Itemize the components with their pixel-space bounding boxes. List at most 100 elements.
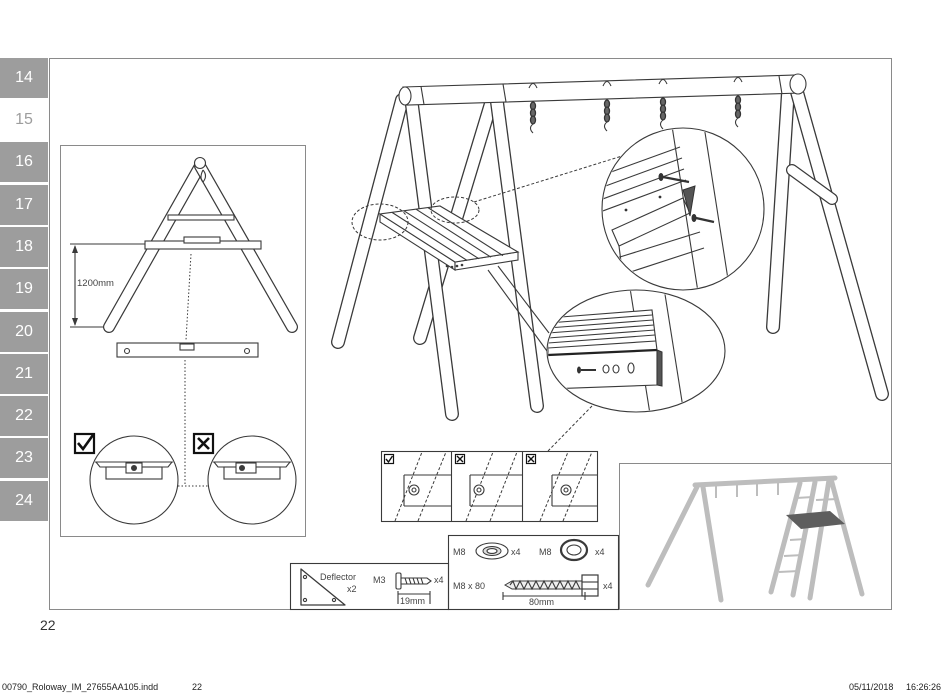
washer — [612, 364, 620, 374]
bolt-icon — [503, 574, 599, 597]
preview-ladder-rung — [783, 554, 804, 557]
step-tab-label: 23 — [15, 449, 33, 466]
cross-mark — [197, 437, 210, 450]
spirit-level-vial — [235, 462, 257, 474]
callout-leader — [497, 265, 550, 334]
brace-fill — [787, 165, 837, 204]
alignment-incorrect — [454, 451, 522, 522]
leg-edge — [703, 129, 731, 289]
parts-list-small: Deflector x2 M3 x4 19mm — [289, 562, 450, 611]
check-mark — [385, 455, 394, 464]
deck-bolt — [445, 264, 449, 268]
cross-box-icon — [192, 432, 215, 455]
preview-ladder-rung — [795, 496, 814, 499]
screw-shaft — [400, 577, 432, 585]
deck-slat — [427, 207, 504, 257]
deck-slat — [603, 168, 685, 201]
bolt-thread — [509, 579, 581, 591]
footer-time: 16:26:26 — [906, 682, 942, 692]
spirit-level-vial — [179, 343, 195, 351]
hook-end — [734, 117, 739, 128]
footer-date: 05/11/2018 — [849, 682, 894, 692]
dimension-label-bg — [76, 277, 116, 289]
cross-box-icon — [454, 453, 466, 465]
deck-slat — [548, 329, 656, 339]
level-correct-zoom — [89, 435, 179, 525]
screw-thread — [404, 577, 424, 585]
deck-slat — [603, 179, 687, 213]
step-tab-label: 15 — [15, 111, 33, 128]
deck-slat — [548, 314, 653, 324]
washer — [602, 364, 610, 374]
deflector-hole — [302, 574, 308, 580]
leg-edge-hidden — [562, 451, 593, 522]
preview-leg — [828, 476, 865, 597]
deck-slat — [603, 146, 681, 177]
screw-qty: x4 — [434, 575, 444, 585]
deck-slat — [548, 324, 655, 334]
beam-joint — [778, 75, 783, 95]
deck-slat — [548, 334, 656, 344]
top-beam-end-cap — [398, 86, 412, 106]
leveling-inset: 1200mm — [60, 145, 306, 537]
washer-qty: x4 — [511, 547, 521, 557]
leg-edge — [663, 291, 685, 411]
deck-top — [378, 205, 520, 263]
guide-dotted-line — [185, 253, 192, 341]
screw-icon — [658, 173, 690, 184]
swing-hook — [528, 82, 538, 134]
bolt-qty: x4 — [603, 581, 613, 591]
zoom-circle — [207, 435, 297, 525]
deflector-shape — [300, 568, 346, 606]
swing-leg — [405, 98, 459, 421]
step-tab-15: 15 — [0, 100, 48, 140]
alignment-incorrect — [525, 451, 597, 522]
preview-brace — [815, 498, 839, 501]
deflector-hole — [302, 597, 308, 603]
step-tab-label: 22 — [15, 407, 33, 424]
level-bubble-centered — [131, 465, 137, 471]
deck-slat — [415, 208, 492, 258]
deflector-icon — [300, 568, 346, 606]
chain-link — [734, 109, 742, 119]
hook-bolt — [733, 76, 743, 83]
bolt-center — [411, 487, 417, 493]
step-tab-19: 19 — [0, 269, 48, 309]
step-tab-label: 18 — [15, 238, 33, 255]
hook-end — [603, 121, 608, 132]
step-tab-21: 21 — [0, 354, 48, 394]
deck-bolt — [450, 265, 454, 269]
cross-mark — [527, 455, 535, 463]
pilot-hole — [658, 195, 662, 199]
overview-inset — [619, 463, 892, 610]
step-tab-24: 24 — [0, 481, 48, 521]
spirit-level-hole — [243, 347, 251, 355]
nut-size: M8 — [539, 547, 552, 557]
deck-slat — [391, 211, 468, 261]
hook-bolt — [658, 78, 668, 85]
deflector-hole — [331, 597, 337, 603]
cross-mark — [456, 455, 464, 463]
step-tab-label: 19 — [15, 280, 33, 297]
preview-ladder-rung — [778, 570, 800, 573]
top-beam-end-cap — [789, 73, 807, 95]
footer-file-page: 22 — [192, 682, 203, 692]
preview-ladder-rung — [789, 538, 807, 541]
alignment-checks — [380, 450, 599, 523]
nut-icon — [559, 538, 589, 562]
callout-leader — [487, 269, 556, 363]
step-tab-label: 16 — [15, 153, 33, 170]
parts-list-large: M8 x4 M8 x4 M8 x 80 x4 80mm — [447, 534, 620, 611]
hook-bolt — [528, 82, 538, 89]
step-tab-label: 24 — [15, 492, 33, 509]
deck-bolt — [460, 263, 464, 267]
main-frame — [49, 58, 892, 610]
swing-frame — [331, 73, 889, 452]
swing-leg — [331, 93, 409, 349]
corner-bracket — [682, 185, 696, 217]
preview-ladder-rail — [768, 480, 803, 595]
level-incorrect-zoom — [207, 435, 297, 525]
deflector-qty: x2 — [347, 584, 357, 594]
deck-front-edge — [548, 348, 658, 357]
bolt-head — [473, 484, 485, 496]
